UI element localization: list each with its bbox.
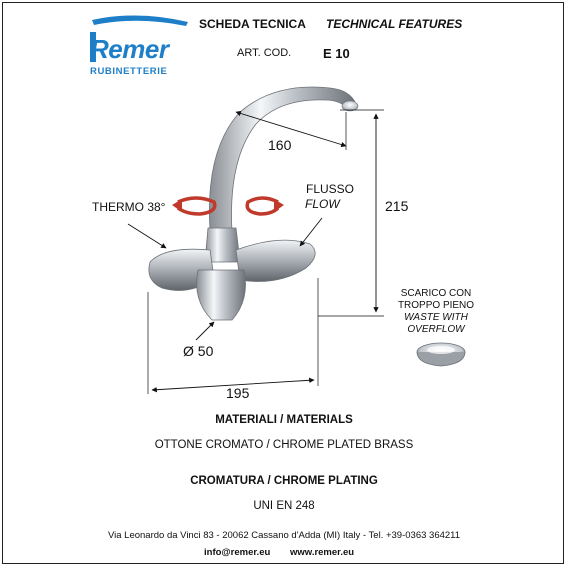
dimension-spout-reach: 160 xyxy=(268,137,292,153)
logo-wordmark: Remer xyxy=(90,34,169,64)
footer-email[interactable]: info@remer.eu xyxy=(204,547,271,558)
logo-swoosh-icon xyxy=(90,15,188,62)
logo-subtitle: RUBINETTERIE xyxy=(90,66,168,77)
waste-italian-line1: SCARICO CON xyxy=(400,288,472,299)
plating-value: UNI EN 248 xyxy=(253,500,315,512)
thermo-rotation-arrow-icon xyxy=(176,196,217,216)
footer-website[interactable]: www.remer.eu xyxy=(290,547,355,558)
footer-address: Via Leonardo da Vinci 83 - 20062 Cassano… xyxy=(107,530,461,541)
dimension-base-width: 195 xyxy=(226,385,250,401)
plating-heading: CROMATURA / CHROME PLATING xyxy=(190,475,378,487)
article-code-value: E 10 xyxy=(323,46,350,61)
flow-label-english: FLOW xyxy=(305,197,340,211)
article-code-label: ART. COD. xyxy=(237,47,292,59)
title-italian: SCHEDA TECNICA xyxy=(199,17,306,31)
dimension-height: 215 xyxy=(385,198,409,214)
flow-rotation-arrow-icon xyxy=(245,196,280,216)
dimension-diameter: Ø 50 xyxy=(183,343,214,359)
waste-caption: SCARICO CON TROPPO PIENO WASTE WITH OVER… xyxy=(386,288,486,336)
waste-italian-line2: TROPPO PIENO xyxy=(397,300,475,311)
waste-english-line1: WASTE WITH xyxy=(404,312,468,323)
page-frame xyxy=(2,2,564,564)
flow-label-italian: FLUSSO xyxy=(306,182,355,196)
materials-heading: MATERIALI / MATERIALS xyxy=(215,414,353,426)
brand-logo: Remer RUBINETTERIE xyxy=(88,12,192,82)
faucet-base xyxy=(196,269,246,321)
right-handle xyxy=(235,239,316,282)
title-english: TECHNICAL FEATURES xyxy=(326,17,463,31)
waste-english-line2: OVERFLOW xyxy=(407,324,465,335)
materials-value: OTTONE CROMATO / CHROME PLATED BRASS xyxy=(154,439,414,451)
thermo-label: THERMO 38° xyxy=(92,200,166,214)
